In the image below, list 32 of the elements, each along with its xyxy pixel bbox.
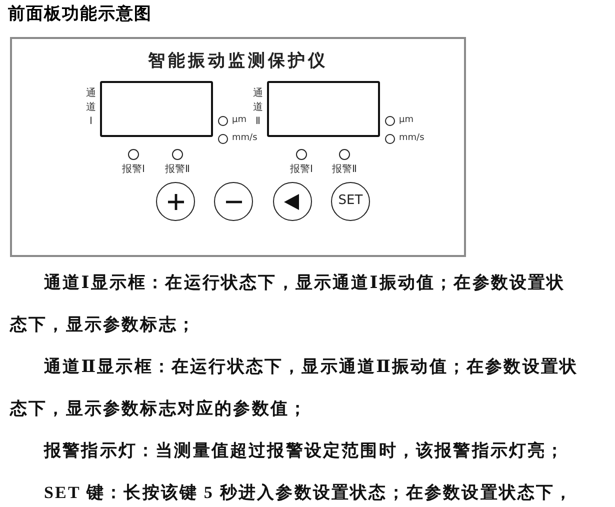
- alarm-label: 报警Ⅰ: [121, 163, 146, 176]
- figure-title: 前面板功能示意图: [8, 3, 152, 25]
- unit-label: mm/s: [399, 132, 424, 145]
- description-paragraph: SET 键：长按该键 5 秒进入参数设置状态；在参数设置状态下，: [43, 482, 574, 504]
- unit-label: μm: [399, 114, 414, 127]
- unit-label: μm: [232, 114, 246, 127]
- round-key: [273, 182, 312, 221]
- description-paragraph: 通道Ⅰ显示框：在运行状态下，显示通道Ⅰ振动值；在参数设置状态下，显示参数标志；: [10, 272, 566, 336]
- display-window: [267, 81, 380, 137]
- indicator-light: [218, 116, 228, 126]
- indicator-light: [339, 149, 350, 160]
- channel-label: 通道Ⅰ: [85, 87, 97, 129]
- alarm-label: 报警Ⅰ: [289, 163, 314, 176]
- round-key: [214, 182, 253, 221]
- round-key: [156, 182, 195, 221]
- channel-label: 通道Ⅱ: [252, 87, 264, 129]
- panel-heading: 智能振动监测保护仪: [146, 50, 329, 72]
- description-paragraph: 报警指示灯：当测量值超过报警设定范围时，该报警指示灯亮；: [42, 440, 566, 462]
- indicator-light: [385, 134, 395, 144]
- alarm-label: 报警Ⅱ: [164, 163, 191, 176]
- description-paragraph: 通道Ⅱ显示框：在运行状态下，显示通道Ⅱ振动值；在参数设置状态下，显示参数标志对应的参数值；: [10, 356, 580, 420]
- indicator-light: [172, 149, 183, 160]
- display-window: [100, 81, 213, 137]
- unit-label: mm/s: [232, 132, 258, 145]
- indicator-light: [296, 149, 307, 160]
- front-panel: [10, 37, 466, 257]
- alarm-label: 报警Ⅱ: [331, 163, 358, 176]
- key-label: SET: [337, 193, 364, 209]
- indicator-light: [218, 134, 228, 144]
- indicator-light: [385, 116, 395, 126]
- indicator-light: [128, 149, 139, 160]
- round-key: [331, 182, 370, 221]
